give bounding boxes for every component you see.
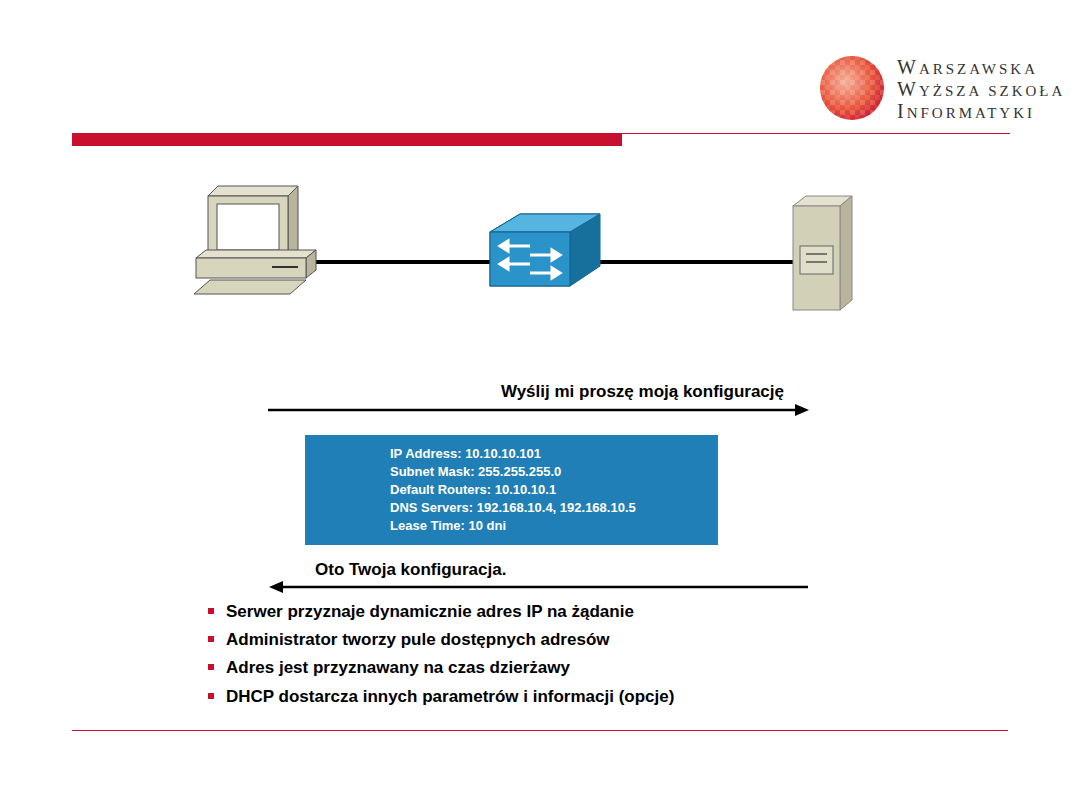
config-line: DNS Servers: 192.168.10.4, 192.168.10.5	[390, 499, 704, 517]
cable	[600, 260, 796, 264]
logo-text: WYŻSZA SZKOŁA	[897, 78, 1065, 101]
config-line: Default Routers: 10.10.10.1	[390, 481, 704, 499]
logo-mark	[820, 56, 884, 120]
logo-text: WARSZAWSKA	[897, 56, 1038, 79]
switch-icon	[490, 214, 600, 286]
header-line	[622, 133, 1010, 134]
computer-icon	[194, 186, 316, 294]
header-bar	[72, 133, 622, 146]
bullet-text: Serwer przyznaje dynamicznie adres IP na…	[208, 602, 634, 622]
bullet-text: DHCP dostarcza innych parametrów i infor…	[208, 687, 674, 707]
config-box: IP Address: 10.10.10.101Subnet Mask: 255…	[305, 435, 718, 545]
footer-line	[72, 730, 1008, 731]
bullet-text: Administrator tworzy pule dostępnych adr…	[208, 630, 610, 650]
server-icon	[793, 196, 852, 310]
reply-arrow	[269, 581, 808, 593]
config-line: Subnet Mask: 255.255.255.0	[390, 463, 704, 481]
bullet-text: Adres jest przyznawany na czas dzierżawy	[208, 658, 570, 678]
request-arrow	[268, 404, 809, 416]
message-label: Oto Twoja konfiguracja.	[313, 560, 508, 580]
cable	[312, 260, 492, 264]
config-line: IP Address: 10.10.10.101	[390, 445, 704, 463]
config-line: Lease Time: 10 dni	[390, 517, 704, 535]
message-label: Wyślij mi proszę moją konfigurację	[499, 382, 786, 402]
logo-text: INFORMATYKI	[897, 100, 1035, 123]
